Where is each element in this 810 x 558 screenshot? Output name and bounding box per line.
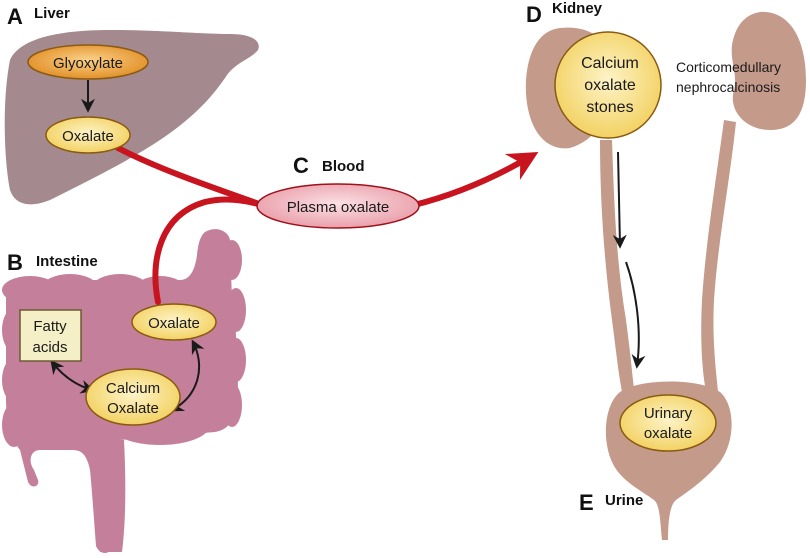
kidney-letter: D: [526, 2, 542, 27]
urine-title: Urine: [605, 492, 643, 509]
plasma-oxalate-label: Plasma oxalate: [287, 199, 390, 216]
liver-oxalate-label: Oxalate: [62, 128, 114, 145]
blood-letter: C: [293, 153, 309, 178]
fatty-acids-line-1: Fatty: [33, 318, 67, 335]
intestine-oxalate-node: Oxalate: [131, 303, 217, 341]
kidney-stones-node: Calcium oxalate stones: [554, 31, 662, 139]
ureter-arrow-1: [612, 151, 627, 249]
nephrocalcinosis-line-2: nephrocalcinosis: [676, 79, 780, 95]
urinary-oxalate-node: Urinary oxalate: [619, 394, 717, 452]
calcium-oxalate-node: Calcium Oxalate: [85, 368, 181, 426]
kidney-title: Kidney: [552, 0, 603, 17]
liver-title: Liver: [34, 5, 70, 22]
stones-line-2: oxalate: [584, 77, 636, 94]
glyoxylate-node: Glyoxylate: [27, 44, 149, 80]
liver-letter: A: [7, 4, 23, 29]
blood-title: Blood: [322, 158, 365, 175]
blood-vessels: [115, 145, 539, 305]
intestine-title: Intestine: [36, 253, 98, 270]
intestine-oxalate-label: Oxalate: [148, 315, 200, 332]
section-label-urine: E Urine: [579, 490, 643, 515]
nephrocalcinosis-line-1: Corticomedullary: [676, 59, 781, 75]
intestine-letter: B: [7, 250, 23, 275]
section-label-blood: C Blood: [293, 153, 365, 178]
nephrocalcinosis-label: Corticomedullary nephrocalcinosis: [676, 59, 781, 95]
urine-letter: E: [579, 490, 594, 515]
section-label-intestine: B Intestine: [7, 250, 98, 275]
calcium-oxalate-line-1: Calcium: [106, 380, 160, 397]
ureter-arrow-2: [625, 261, 646, 369]
section-label-liver: A Liver: [7, 4, 70, 29]
stones-line-3: stones: [586, 99, 633, 116]
blood-to-kidney-arrow: [411, 151, 539, 208]
stones-line-1: Calcium: [581, 55, 639, 72]
fatty-acids-node: Fatty acids: [19, 309, 82, 362]
section-label-kidney: D Kidney: [526, 0, 603, 27]
glyoxylate-label: Glyoxylate: [53, 55, 123, 72]
calcium-oxalate-line-2: Oxalate: [107, 400, 159, 417]
fatty-acids-line-2: acids: [32, 339, 67, 356]
urinary-oxalate-line-1: Urinary: [644, 405, 693, 422]
plasma-oxalate-node: Plasma oxalate: [256, 183, 420, 229]
oxalate-calcium-arrow: [169, 339, 205, 412]
liver-oxalate-node: Oxalate: [45, 116, 131, 154]
urinary-oxalate-line-2: oxalate: [644, 425, 692, 442]
